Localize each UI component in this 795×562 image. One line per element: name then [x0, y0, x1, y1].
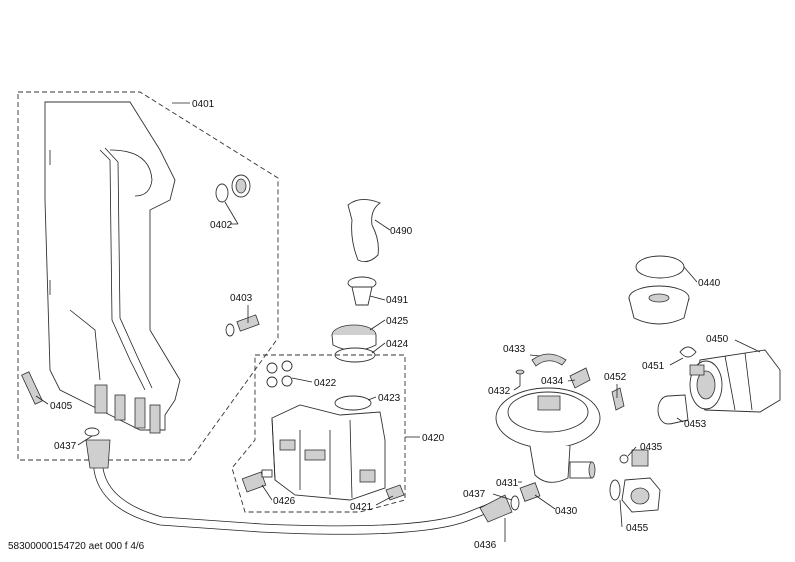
label-0431: 0431 — [496, 478, 519, 489]
part-0425-lid — [331, 324, 377, 351]
label-0422: 0422 — [314, 378, 337, 389]
group-outline-0420 — [231, 354, 406, 513]
label-0434: 0434 — [541, 376, 564, 387]
part-0450-circulation-pump — [689, 349, 781, 413]
label-0402: 0402 — [210, 220, 233, 231]
leader-lines — [35, 102, 761, 542]
part-0453-pipe — [657, 394, 689, 425]
label-0432: 0432 — [488, 386, 511, 397]
part-0455-housing — [609, 477, 661, 513]
label-0452: 0452 — [604, 372, 627, 383]
part-0426-sensor — [241, 469, 273, 493]
label-0405: 0405 — [50, 401, 73, 412]
part-0423-ring — [334, 395, 372, 411]
label-0435: 0435 — [640, 442, 663, 453]
label-0490: 0490 — [390, 226, 413, 237]
part-0434-clip — [569, 367, 591, 389]
label-0423: 0423 — [378, 393, 401, 404]
label-0426: 0426 — [273, 496, 296, 507]
label-0424: 0424 — [386, 339, 409, 350]
part-0433-spring — [531, 353, 567, 367]
part-0422-seals — [266, 360, 293, 388]
part-0420-softener — [271, 404, 386, 501]
label-0403: 0403 — [230, 293, 253, 304]
label-0455: 0455 — [626, 523, 649, 534]
label-0433: 0433 — [503, 344, 526, 355]
part-0490-funnel — [347, 199, 381, 263]
part-0440-housing — [628, 285, 690, 325]
part-0401-side-panel — [44, 101, 181, 434]
part-0421-clip — [385, 484, 405, 501]
label-0420: 0420 — [422, 433, 445, 444]
label-0430: 0430 — [555, 506, 578, 517]
label-0453: 0453 — [684, 419, 707, 430]
part-0435-valve — [619, 449, 649, 467]
part-0430-sump — [495, 387, 601, 483]
document-reference: 58300000154720 aet 000 f 4/6 — [8, 541, 145, 552]
label-0401: 0401 — [192, 99, 215, 110]
label-0436: 0436 — [474, 540, 497, 551]
label-0451: 0451 — [642, 361, 665, 372]
label-0440: 0440 — [698, 278, 721, 289]
part-0436-drain-hose — [85, 439, 513, 535]
part-0403-connector — [225, 314, 260, 337]
part-0431-adapter — [519, 482, 541, 502]
part-0440-seal-ring — [635, 255, 685, 279]
label-0421: 0421 — [350, 502, 373, 513]
part-0491-cap — [347, 276, 377, 306]
part-0437-ring-right — [510, 495, 520, 511]
part-0452-clip — [611, 387, 625, 411]
part-0451-clamp — [679, 346, 697, 358]
label-0437-left: 0437 — [54, 441, 77, 452]
part-0405-clip — [21, 371, 43, 405]
label-0425: 0425 — [386, 316, 409, 327]
label-0491: 0491 — [386, 295, 409, 306]
group-outline-0401 — [17, 91, 279, 461]
part-0437-ring-left — [84, 427, 100, 437]
part-0432-screw — [515, 369, 525, 386]
label-0437-right: 0437 — [463, 489, 486, 500]
label-0450: 0450 — [706, 334, 729, 345]
part-0402-grommet — [215, 174, 251, 203]
